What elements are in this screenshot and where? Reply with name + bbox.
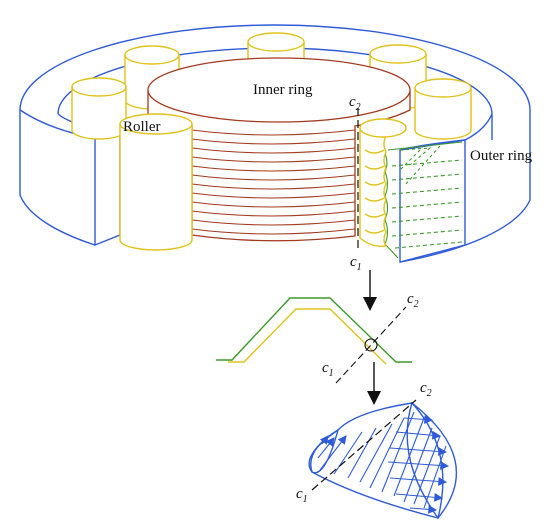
- roller-front-right: [359, 118, 407, 248]
- section-axis-pressure: [311, 399, 417, 491]
- section-axis-profile: [335, 306, 407, 384]
- axis-c2-bearing: c2: [349, 94, 361, 113]
- inner-ring-grooves: [191, 129, 356, 235]
- pressure-hatch: [317, 411, 450, 514]
- axis-c2-profile: c2: [407, 291, 419, 310]
- axis-c1-profile: c1: [322, 360, 334, 379]
- axis-c1-pressure: c1: [296, 486, 308, 505]
- contact-profile: [216, 297, 412, 365]
- inner-ring-label: Inner ring: [253, 82, 313, 98]
- axis-c2-pressure: c2: [420, 380, 432, 399]
- roller-front-left: [119, 113, 193, 251]
- roller-label: Roller: [123, 119, 161, 135]
- axis-c1-bearing: c1: [350, 254, 362, 273]
- roller-back-5: [414, 78, 472, 140]
- roller-back-4: [71, 77, 127, 140]
- outer-ring-label: Outer ring: [470, 148, 533, 164]
